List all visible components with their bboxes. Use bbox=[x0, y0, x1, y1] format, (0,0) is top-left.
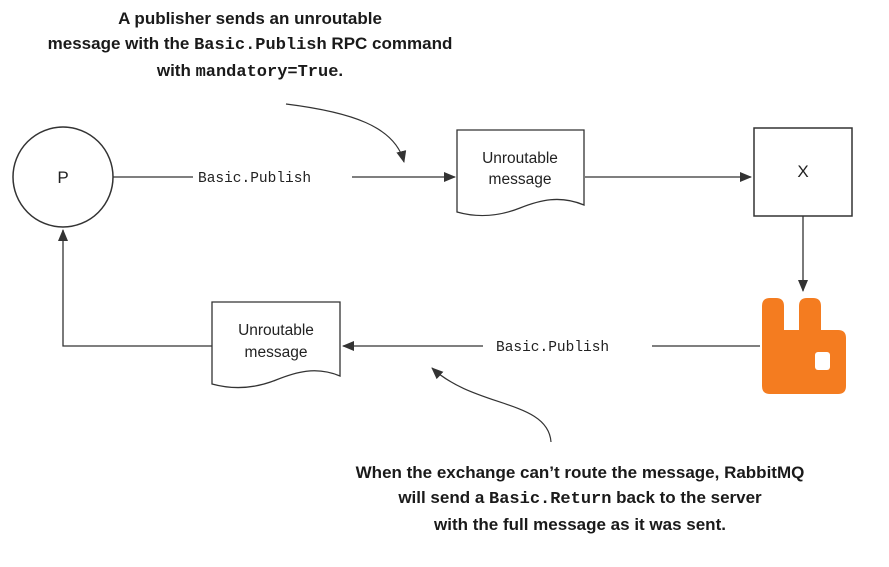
bottom-caption-line2: will send a Basic.Return back to the ser… bbox=[398, 488, 762, 509]
publisher-label: P bbox=[57, 168, 68, 187]
message-bottom-line1: Unroutable bbox=[238, 322, 314, 339]
top-caption-line1: A publisher sends an unroutable bbox=[118, 9, 382, 28]
callout-top-arrow bbox=[285, 103, 407, 163]
exchange-label: X bbox=[797, 162, 808, 181]
top-caption-line3: with mandatory=True. bbox=[156, 61, 344, 82]
exchange-node bbox=[753, 127, 853, 217]
rabbitmq-logo-icon bbox=[762, 298, 846, 394]
bottom-caption: When the exchange can’t route the messag… bbox=[300, 460, 860, 537]
message-top-line2: message bbox=[489, 171, 552, 188]
message-top-line1: Unroutable bbox=[482, 150, 558, 167]
edge-publish-bottom-label: Basic.Publish bbox=[496, 340, 609, 356]
message-top-document bbox=[456, 129, 585, 217]
top-caption-line2: message with the Basic.Publish RPC comma… bbox=[47, 34, 453, 55]
message-bottom-line2: message bbox=[245, 344, 308, 361]
bottom-caption-line3: with the full message as it was sent. bbox=[434, 515, 726, 534]
bottom-caption-line1: When the exchange can’t route the messag… bbox=[355, 463, 805, 482]
edge-return-to-publisher bbox=[58, 229, 212, 347]
top-caption: A publisher sends an unroutable message … bbox=[40, 6, 460, 85]
callout-bottom-arrow bbox=[431, 367, 552, 443]
message-bottom-document bbox=[211, 301, 341, 389]
edge-publish-top-label: Basic.Publish bbox=[198, 171, 311, 187]
